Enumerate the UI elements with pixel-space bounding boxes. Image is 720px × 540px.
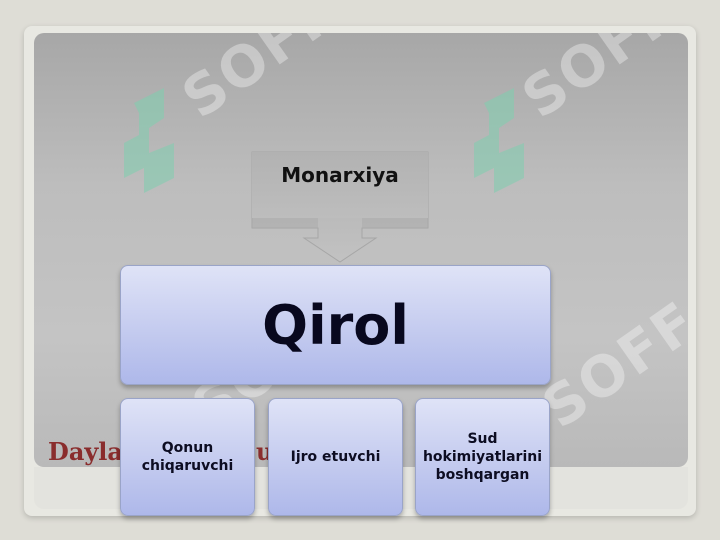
diagram-top-label: Monarxiya: [252, 152, 428, 218]
branch-box-legislative: Qonun chiqaruvchi: [120, 398, 255, 516]
watermark-text: SOFF: [530, 289, 688, 442]
branch-box-judicial: Sud hokimiyatlarini boshqargan: [415, 398, 550, 516]
watermark-logo-icon: [124, 88, 174, 193]
main-box-qirol: Qirol: [120, 265, 551, 385]
watermark-text: SOFF: [510, 33, 688, 132]
background-title-left: Dayla: [48, 437, 123, 466]
watermark-text: SOFF: [170, 33, 350, 132]
slide-canvas: SOFF SOFF SOFF SOFF: [34, 33, 688, 467]
branch-box-executive: Ijro etuvchi: [268, 398, 403, 516]
